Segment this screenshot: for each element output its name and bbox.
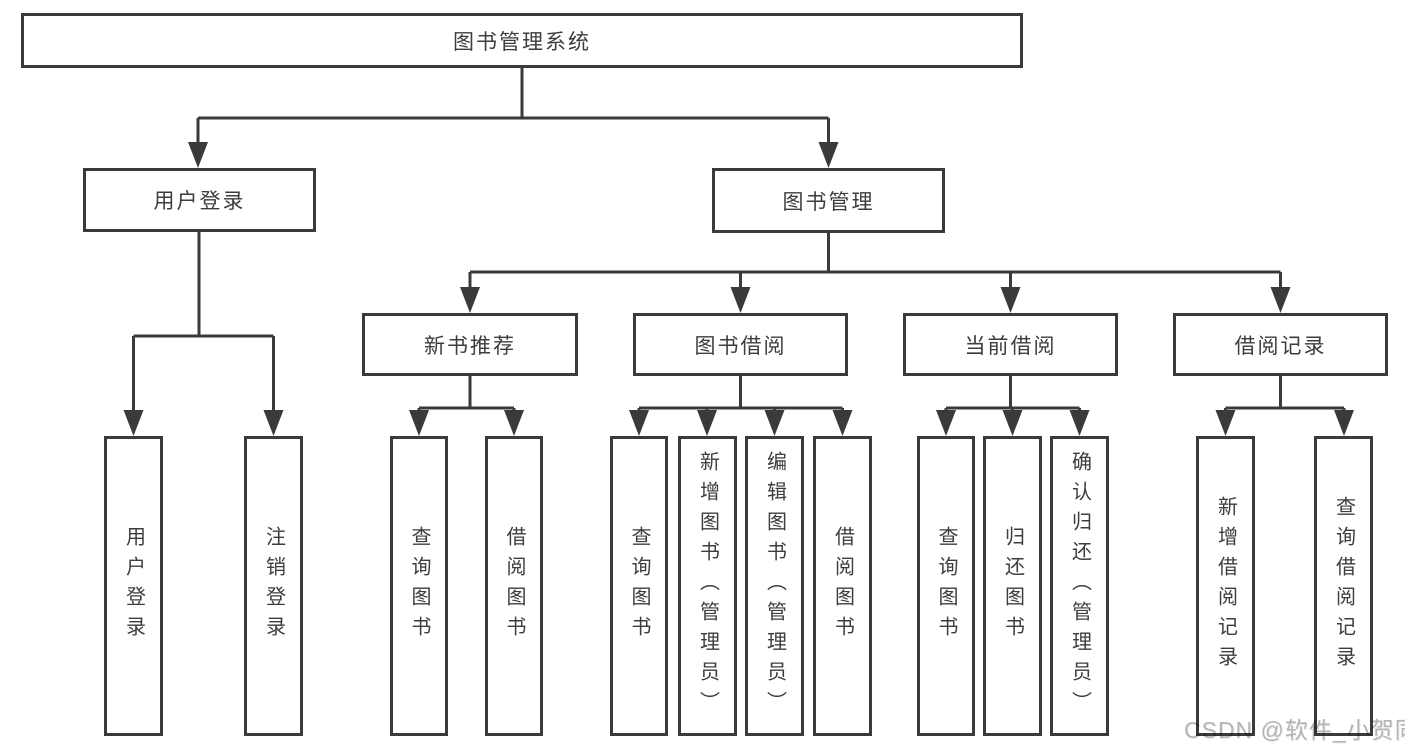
arrow-down-icon (460, 287, 480, 313)
arrowheads (123, 142, 1354, 436)
arrow-down-icon (1215, 410, 1236, 436)
arrow-down-icon (1270, 287, 1291, 313)
arrow-down-icon (1000, 287, 1021, 313)
watermark: CSDN @软件_小贺同学 (1184, 717, 1405, 743)
arrow-down-icon (1002, 410, 1023, 436)
arrow-down-icon (504, 410, 524, 436)
node-leaf-user-login: 用户登录 (104, 436, 163, 736)
node-library-management-system: 图书管理系统 (21, 13, 1023, 68)
arrow-down-icon (409, 410, 429, 436)
node-leaf-query-books-recommend: 查询图书 (390, 436, 448, 736)
arrow-down-icon (1334, 410, 1354, 436)
node-book-management: 图书管理 (712, 168, 945, 233)
arrow-down-icon (123, 410, 144, 436)
node-leaf-logout: 注销登录 (244, 436, 303, 736)
arrow-down-icon (936, 410, 956, 436)
arrow-down-icon (832, 410, 853, 436)
arrow-down-icon (730, 287, 751, 313)
arrow-down-icon (697, 410, 717, 436)
arrow-down-icon (818, 142, 839, 168)
node-leaf-edit-books-admin: 编辑图书（管理员） (745, 436, 804, 736)
node-leaf-return-books: 归还图书 (983, 436, 1042, 736)
arrow-down-icon (263, 410, 284, 436)
arrow-down-icon (764, 410, 785, 436)
node-user-login: 用户登录 (83, 168, 316, 232)
arrow-down-icon (629, 410, 649, 436)
node-leaf-add-borrow-record: 新增借阅记录 (1196, 436, 1255, 736)
node-current-borrowing: 当前借阅 (903, 313, 1118, 376)
node-leaf-confirm-return-admin: 确认归还（管理员） (1050, 436, 1109, 736)
node-leaf-borrow-books: 借阅图书 (813, 436, 872, 736)
node-leaf-borrow-books-recommend: 借阅图书 (485, 436, 543, 736)
node-leaf-query-books-borrowing: 查询图书 (610, 436, 668, 736)
node-leaf-add-books-admin: 新增图书（管理员） (678, 436, 737, 736)
node-new-book-recommendation: 新书推荐 (362, 313, 578, 376)
node-leaf-query-books-current: 查询图书 (917, 436, 975, 736)
node-leaf-query-borrow-record: 查询借阅记录 (1314, 436, 1373, 736)
arrow-down-icon (1069, 410, 1090, 436)
connector-lines (132, 68, 1346, 412)
node-book-borrowing: 图书借阅 (633, 313, 848, 376)
arrow-down-icon (188, 142, 208, 168)
node-borrowing-records: 借阅记录 (1173, 313, 1388, 376)
